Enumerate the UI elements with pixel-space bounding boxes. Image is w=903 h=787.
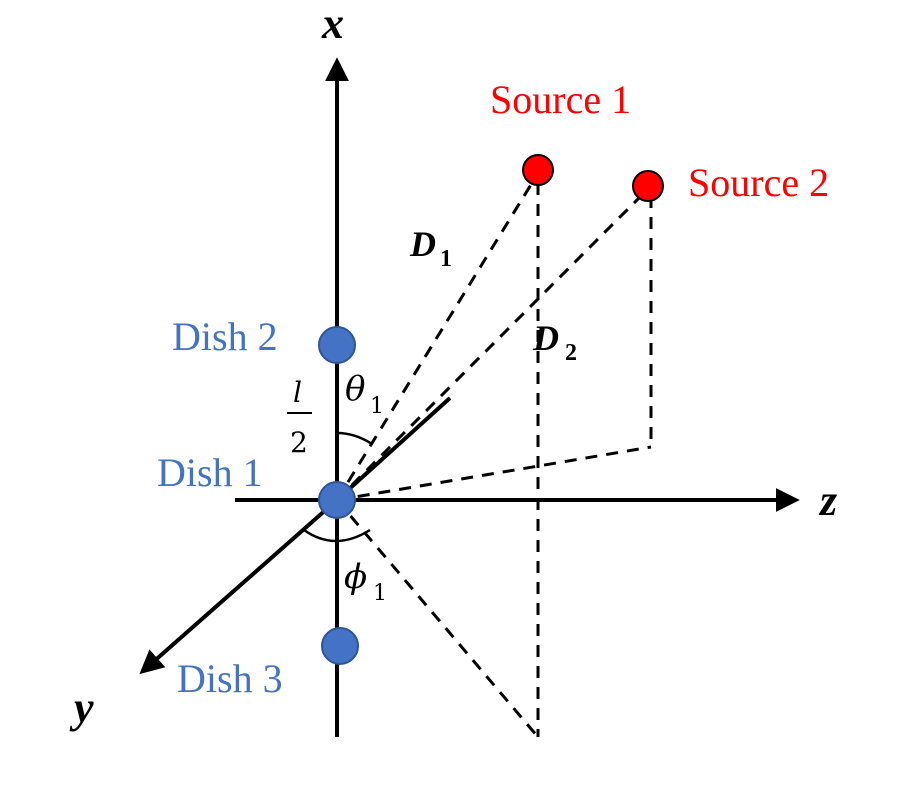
source2-projection-dashed xyxy=(336,445,652,502)
phi-subscript: 1 xyxy=(373,581,387,606)
d1-label: D xyxy=(409,224,436,264)
d1-subscript: 1 xyxy=(440,246,452,272)
dish3-label: Dish 3 xyxy=(177,656,283,701)
source1-marker xyxy=(522,154,554,186)
source1-label: Source 1 xyxy=(490,77,631,122)
source1-projection-dashed xyxy=(335,499,540,738)
spacing-denominator: 2 xyxy=(290,426,308,459)
y-axis-label: y xyxy=(69,683,94,732)
theta-subscript: 1 xyxy=(370,394,384,419)
x-axis-label: x xyxy=(321,0,344,48)
dish1-label: Dish 1 xyxy=(157,450,263,495)
spacing-numerator: l xyxy=(293,376,302,409)
source2-marker xyxy=(632,170,664,202)
z-axis-label: z xyxy=(818,476,837,525)
dish3-marker xyxy=(321,627,359,665)
dish1-marker xyxy=(318,481,356,519)
y-axis xyxy=(139,498,339,675)
dish2-label: Dish 2 xyxy=(172,314,278,359)
theta-label: θ xyxy=(345,369,365,409)
phi-label: ϕ xyxy=(344,557,367,597)
source2-label: Source 2 xyxy=(688,160,829,205)
phi-arc xyxy=(303,528,371,543)
d2-label: D xyxy=(532,318,559,358)
dish2-marker xyxy=(318,326,356,364)
theta-arc xyxy=(336,431,373,446)
d2-subscript: 2 xyxy=(565,340,577,366)
d2-dashed-line xyxy=(335,194,643,502)
